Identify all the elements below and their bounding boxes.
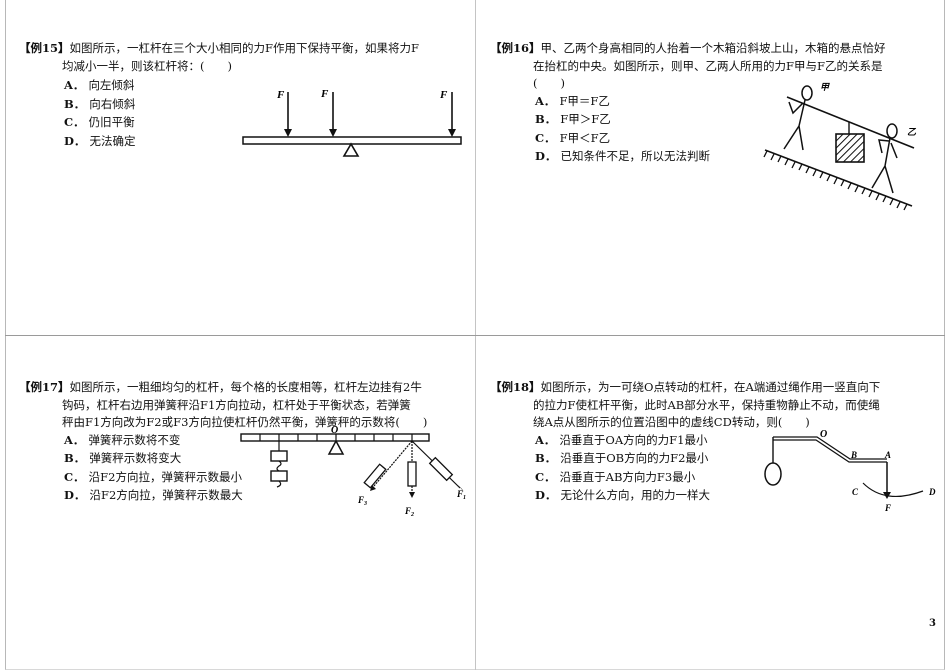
question-stem-line: ( ) <box>533 76 565 90</box>
person-label-yi: 乙 <box>907 127 917 137</box>
point-label-b: B <box>850 450 857 460</box>
option-d[interactable]: D．沿F2方向拉，弹簧秤示数最大 <box>64 488 243 502</box>
bent-lever-diagram-18: O B A C D F <box>764 429 936 513</box>
force-label: F <box>320 88 329 100</box>
option-d[interactable]: D．已知条件不足，所以无法判断 <box>535 149 710 163</box>
option-c[interactable]: C．沿垂直于AB方向力F3最小 <box>535 469 696 484</box>
option-c[interactable]: C．仍旧平衡 <box>64 115 135 129</box>
lever-diagram-17: O F3 F2 F1 <box>240 425 466 518</box>
option-b[interactable]: B．向右倾斜 <box>64 96 136 111</box>
question-stem-line: 的拉力F使杠杆平衡，此时AB部分水平，保持重物静止不动，而使绳 <box>533 397 880 412</box>
question-number: 【例17】 <box>19 380 70 394</box>
point-label-f: F <box>884 503 891 513</box>
slope-diagram-16: 甲 乙 <box>763 82 917 211</box>
force-label-f3: F3 <box>357 495 367 507</box>
question-stem-line: 钩码，杠杆右边用弹簧秤沿F1方向拉动，杠杆处于平衡状态，若弹簧 <box>62 397 411 412</box>
point-label-d: D <box>928 487 936 497</box>
force-label: F <box>276 89 285 101</box>
force-label-f1: F1 <box>456 489 466 501</box>
question-stem-line: 【例16】甲、乙两个身高相同的人抬着一个木箱沿斜坡上山，木箱的悬点恰好 <box>490 41 886 55</box>
point-label-a: A <box>884 450 891 460</box>
option-a[interactable]: A．弹簧秤示数将不变 <box>64 432 181 447</box>
option-a[interactable]: A．沿垂直于OA方向的力F1最小 <box>535 432 708 447</box>
option-c[interactable]: C．沿F2方向拉，弹簧秤示数最小 <box>64 469 242 484</box>
question-number: 【例15】 <box>19 41 70 55</box>
option-b[interactable]: B．弹簧秤示数将变大 <box>64 451 182 465</box>
point-label-o: O <box>820 429 827 440</box>
person-label-jia: 甲 <box>820 82 830 92</box>
pivot-label: O <box>331 425 338 436</box>
question-stem-line: 绕A点从图所示的位置沿图中的虚线CD转动，则( ) <box>533 415 810 429</box>
question-18: 【例18】如图所示，为一可绕O点转动的杠杆，在A端通过绳作用一竖直向下 的拉力F… <box>490 379 880 506</box>
question-stem-line: 均减小一半，则该杠杆将：( ) <box>62 58 232 73</box>
force-label: F <box>439 89 448 101</box>
question-number: 【例18】 <box>490 380 541 394</box>
option-c[interactable]: C．F甲＜F乙 <box>535 130 611 145</box>
option-d[interactable]: D．无论什么方向，用的力一样大 <box>535 488 710 502</box>
question-stem-line: 秤由F1方向改为F2或F3方向拉使杠杆仍然平衡，弹簧秤的示数将( ) <box>62 415 428 429</box>
horizontal-divider <box>5 335 945 336</box>
question-stem-line: 【例18】如图所示，为一可绕O点转动的杠杆，在A端通过绳作用一竖直向下 <box>490 380 881 394</box>
option-a[interactable]: A．F甲＝F乙 <box>535 93 610 108</box>
lever-diagram-15: F F F <box>242 88 462 157</box>
question-stem-line: 【例17】如图所示，一粗细均匀的杠杆，每个格的长度相等，杠杆左边挂有2牛 <box>19 380 422 394</box>
question-stem-line: 在抬杠的中央。如图所示，则甲、乙两人所用的力F甲与F乙的关系是 <box>533 58 883 73</box>
option-d[interactable]: D．无法确定 <box>64 133 136 148</box>
question-17: 【例17】如图所示，一粗细均匀的杠杆，每个格的长度相等，杠杆左边挂有2牛 钩码，… <box>19 379 427 506</box>
option-b[interactable]: B．沿垂直于OB方向的力F2最小 <box>535 451 709 465</box>
option-b[interactable]: B．F甲＞F乙 <box>535 112 611 126</box>
force-label-f2: F2 <box>404 506 414 518</box>
question-number: 【例16】 <box>490 41 541 55</box>
option-a[interactable]: A．向左倾斜 <box>64 78 135 92</box>
question-stem-line: 【例15】如图所示，一杠杆在三个大小相同的力F作用下保持平衡，如果将力F <box>19 41 419 55</box>
page-number: 3 <box>929 618 936 629</box>
point-label-c: C <box>852 487 859 497</box>
question-16: 【例16】甲、乙两个身高相同的人抬着一个木箱沿斜坡上山，木箱的悬点恰好 在抬杠的… <box>490 40 886 167</box>
question-15: 【例15】如图所示，一杠杆在三个大小相同的力F作用下保持平衡，如果将力F 均减小… <box>19 40 419 151</box>
